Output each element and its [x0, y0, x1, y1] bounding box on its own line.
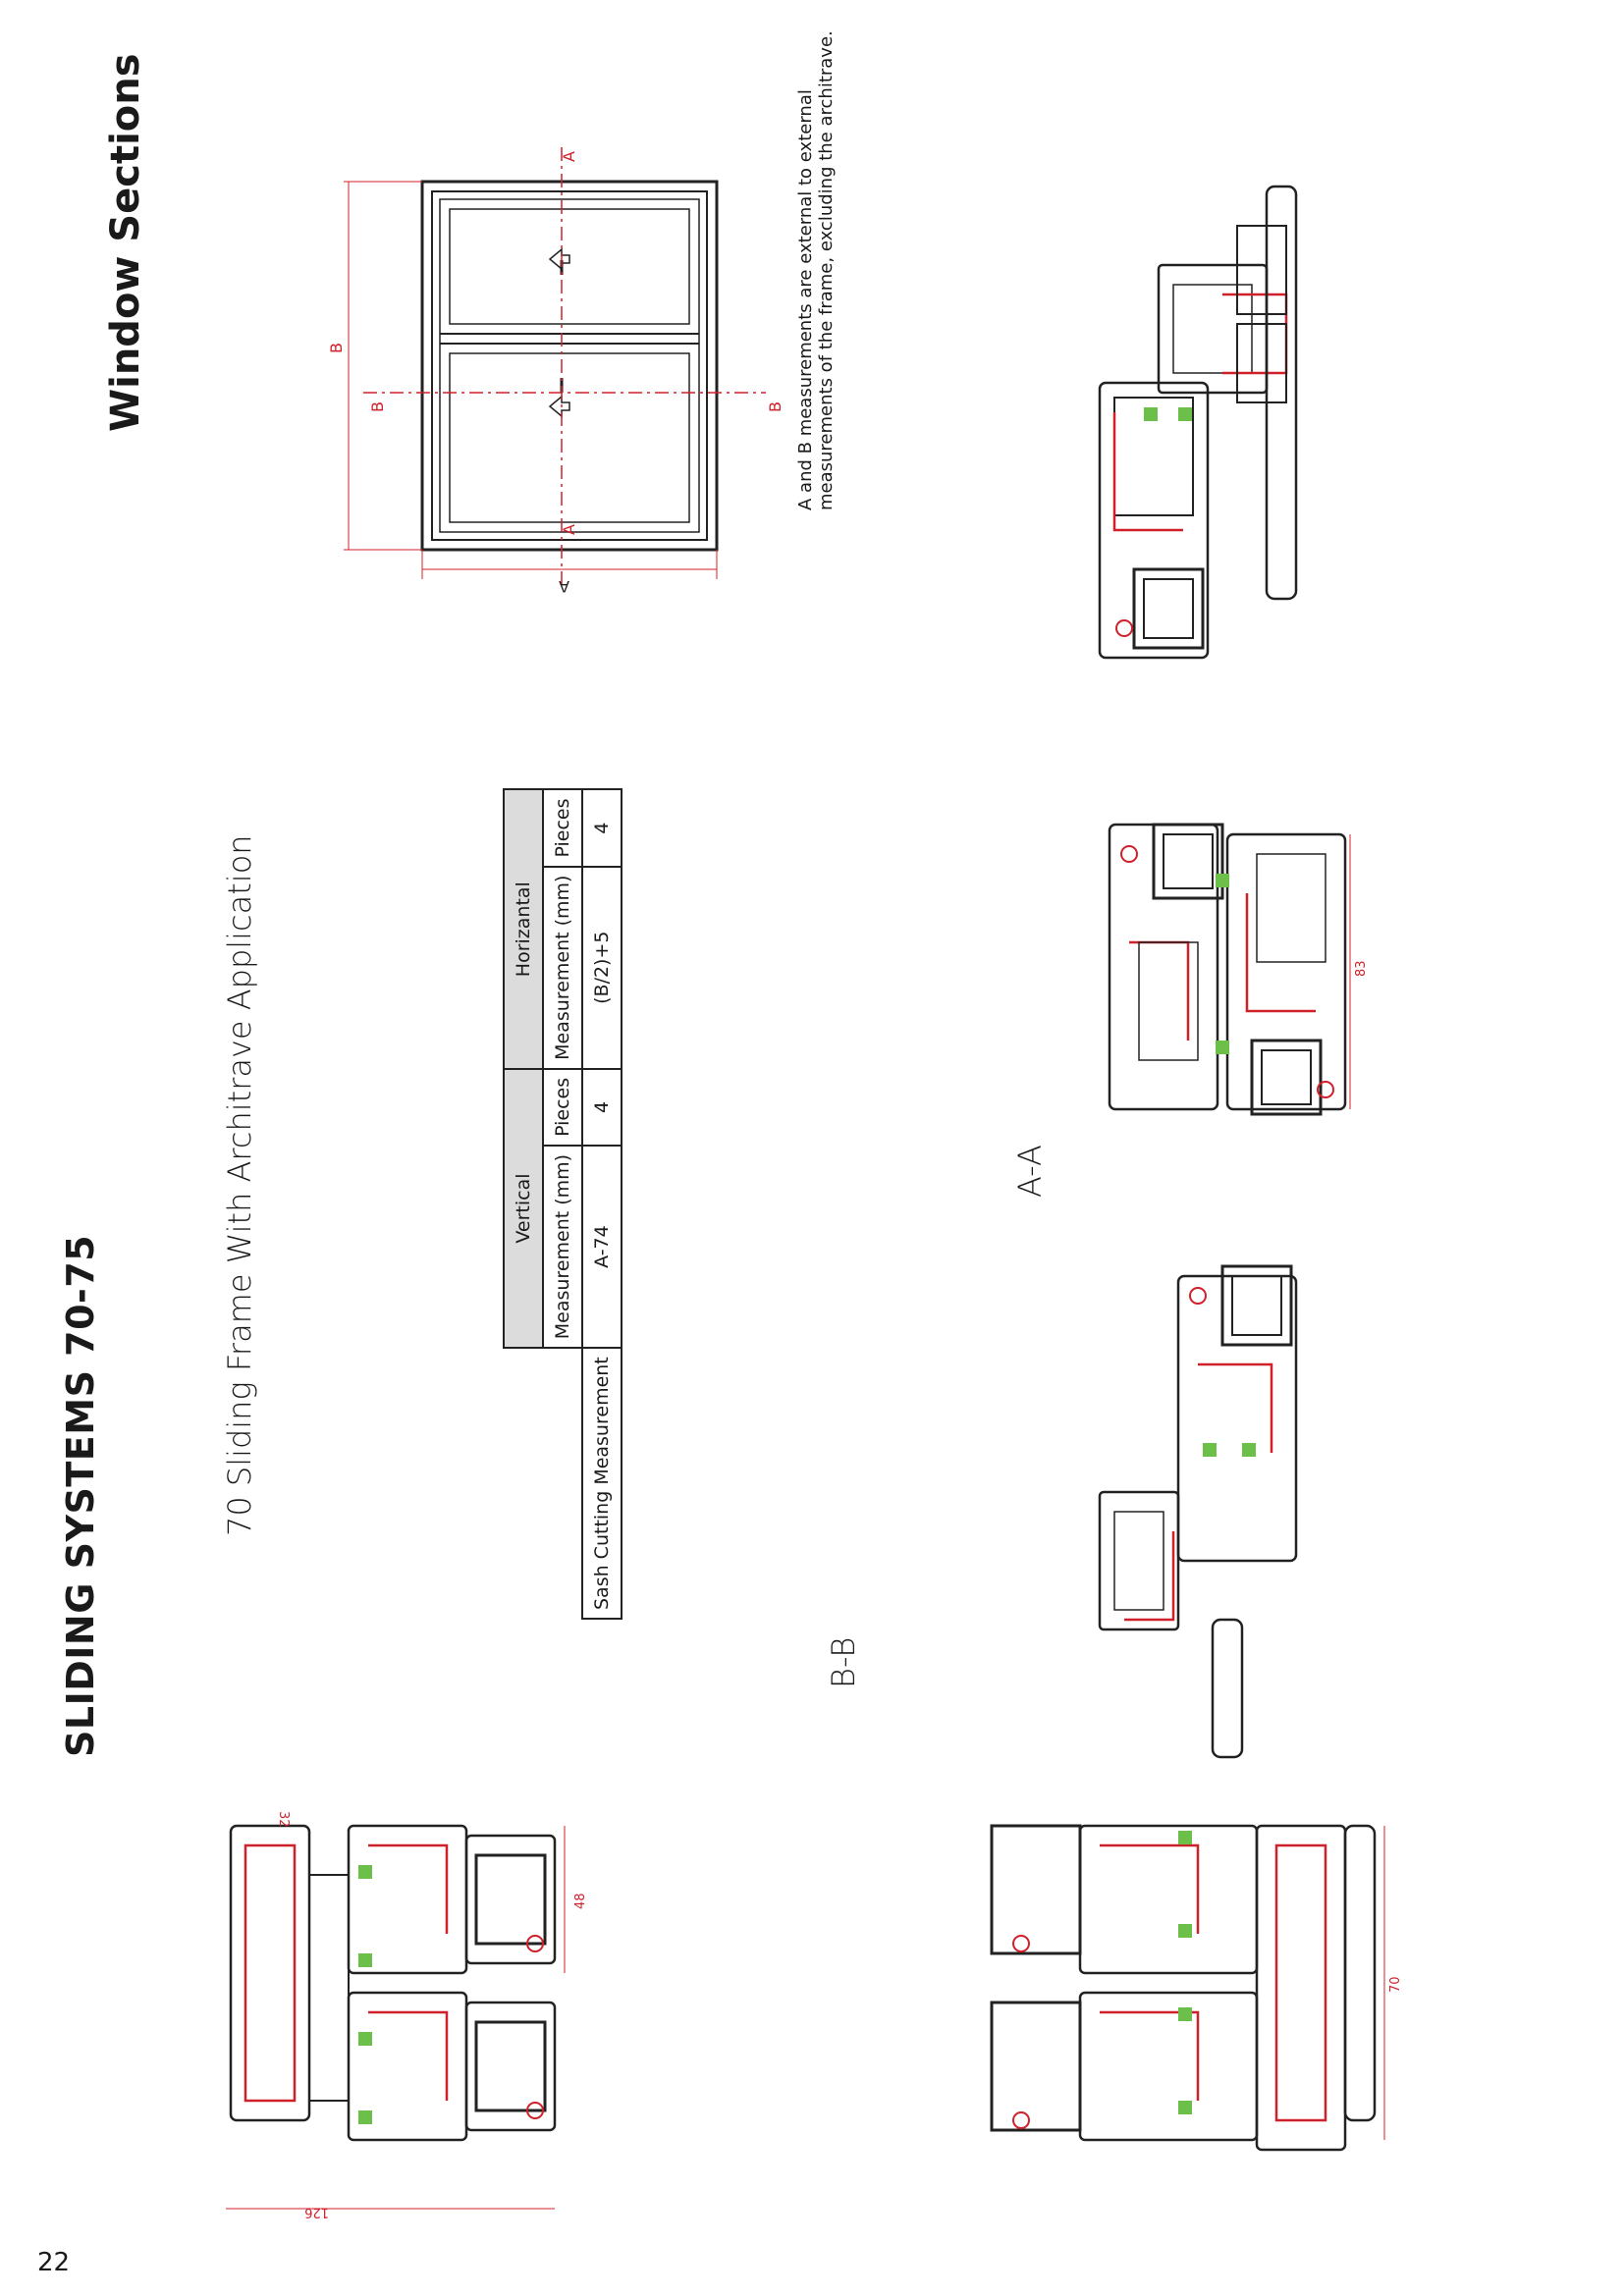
- subtitle: 70 Sliding Frame With Architrave Applica…: [221, 834, 258, 1536]
- label-b-right: B: [766, 401, 785, 412]
- label-a-dimension: A: [559, 577, 569, 596]
- series-title: SLIDING SYSTEMS 70-75: [59, 1234, 102, 1757]
- frame-outer: [420, 180, 719, 552]
- glazing-bead: [474, 1853, 547, 1946]
- row-label: Sash Cutting Measurement: [582, 1348, 622, 1619]
- dimension-83: 83: [1354, 960, 1369, 977]
- dimension-126: 126: [304, 2205, 329, 2219]
- label-b-dimension: B: [327, 343, 346, 353]
- cell-vertical-pieces: 4: [582, 1068, 622, 1146]
- col-horizontal-pieces: Pieces: [543, 789, 582, 867]
- page-title: Window Sections: [103, 53, 148, 432]
- group-horizontal: Horizantal: [504, 789, 543, 1069]
- section-label-bb: B-B: [825, 1636, 862, 1688]
- label-a-bottom: A: [560, 524, 578, 535]
- glazing-bead: [1220, 1264, 1293, 1347]
- measurement-note: A and B measurements are external to ext…: [795, 30, 837, 510]
- slide-arrow-icon: [548, 247, 570, 271]
- profile-section-aa-bottom: 70: [990, 1824, 1403, 2152]
- label-a-top: A: [560, 151, 578, 162]
- subtitle-wrap: 70 Sliding Frame With Architrave Applica…: [221, 555, 270, 1536]
- series-title-wrap: SLIDING SYSTEMS 70-75: [59, 1168, 118, 1757]
- section-label-aa: A-A: [1011, 1145, 1049, 1198]
- col-horizontal-measurement: Measurement (mm): [543, 866, 582, 1069]
- page-number: 22: [37, 2248, 71, 2277]
- glazing-bead: [1132, 567, 1205, 650]
- cutting-table: Vertical Horizantal Measurement (mm) Pie…: [503, 788, 623, 1620]
- dimension-48: 48: [573, 1893, 588, 1909]
- slide-arrow-icon: [548, 395, 570, 418]
- glazing-bead: [474, 2020, 547, 2112]
- window-elevation-drawing: B A A A B B: [327, 147, 785, 596]
- label-b-left: B: [368, 401, 387, 412]
- cell-vertical-measurement: A-74: [582, 1145, 622, 1349]
- col-vertical-measurement: Measurement (mm): [543, 1145, 582, 1349]
- cell-horizontal-pieces: 4: [582, 789, 622, 867]
- frame-inner: [431, 190, 708, 541]
- note-wrap: A and B measurements are external to ext…: [795, 0, 893, 510]
- dimension-70: 70: [1388, 1976, 1403, 1993]
- glazing-bead: [1250, 1039, 1323, 1116]
- profile-section-bb-left: 126 32 48: [226, 1811, 588, 2219]
- col-vertical-pieces: Pieces: [543, 1068, 582, 1146]
- cell-horizontal-measurement: (B/2)+5: [582, 866, 622, 1069]
- glazing-bead: [1152, 823, 1224, 900]
- dimension-32: 32: [276, 1811, 291, 1828]
- profile-section-aa-middle: 83: [1108, 823, 1369, 1116]
- page-title-wrap: Window Sections: [103, 0, 162, 432]
- profile-section-bb-right: [1098, 1264, 1298, 1759]
- group-vertical: Vertical: [504, 1068, 543, 1349]
- glazing-bead: [990, 2001, 1082, 2132]
- glazing-bead: [990, 1824, 1082, 1955]
- profile-section-aa-top: [1098, 185, 1298, 660]
